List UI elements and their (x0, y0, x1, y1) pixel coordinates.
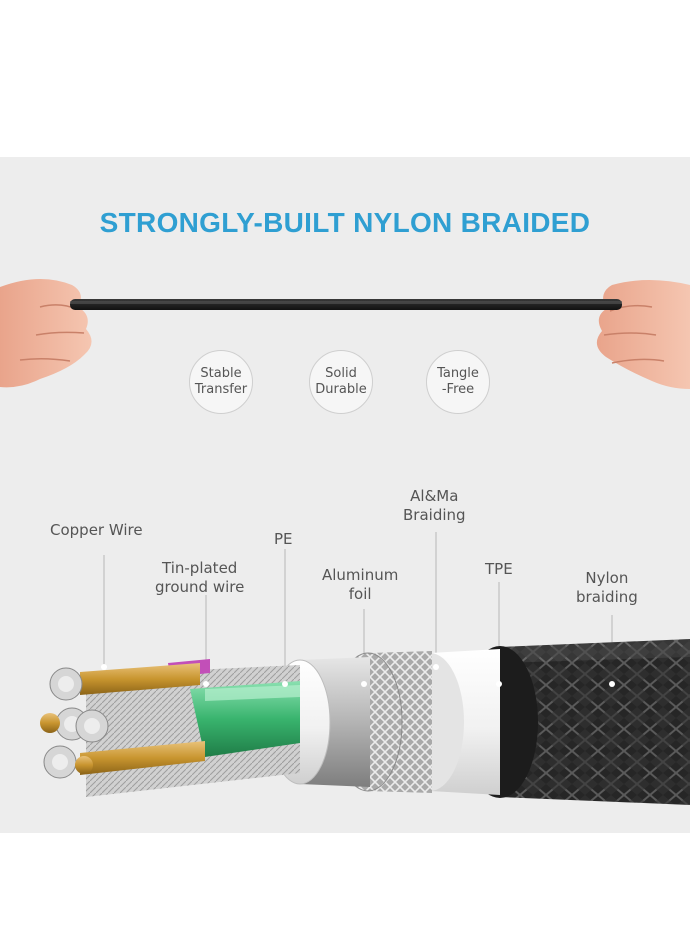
leader-lines (103, 532, 613, 684)
feature-badge-stable-transfer: Stable Transfer (189, 350, 253, 414)
product-illustration: STRONGLY-BUILT NYLON BRAIDED Stable Tran… (0, 157, 690, 833)
inner-conductors (40, 659, 300, 797)
label-nylon-braiding: Nylon braiding (576, 569, 638, 607)
feature-badge-tangle-free: Tangle -Free (426, 350, 490, 414)
label-tin-plated-ground-wire: Tin-plated ground wire (155, 559, 244, 597)
label-line: braiding (576, 588, 638, 606)
label-line: Braiding (403, 506, 466, 524)
leader-dots (101, 664, 615, 687)
badge-line: Solid (325, 366, 357, 381)
braided-cable-strand (70, 299, 622, 310)
label-line: Al&Ma (410, 487, 459, 505)
left-hand (0, 278, 92, 388)
right-hand (596, 280, 690, 389)
badge-line: Tangle (437, 366, 479, 381)
label-line: PE (274, 530, 293, 548)
headline: STRONGLY-BUILT NYLON BRAIDED (99, 207, 591, 238)
label-line: Copper Wire (50, 521, 143, 539)
label-copper-wire: Copper Wire (50, 521, 143, 540)
label-tpe: TPE (485, 560, 513, 579)
label-line: Nylon (585, 569, 629, 587)
label-line: Aluminum (322, 566, 399, 584)
cable-artwork (0, 278, 690, 805)
badge-line: Durable (315, 382, 367, 397)
label-line: TPE (485, 560, 513, 578)
badge-line: Transfer (194, 382, 248, 397)
badge-line: Stable (200, 366, 242, 381)
label-al-ma-braiding: Al&Ma Braiding (403, 487, 466, 525)
label-pe: PE (274, 530, 293, 549)
feature-badge-solid-durable: Solid Durable (309, 350, 373, 414)
label-line: ground wire (155, 578, 245, 596)
label-line: Tin-plated (162, 559, 238, 577)
label-aluminum-foil: Aluminum foil (322, 566, 398, 604)
label-line: foil (348, 585, 372, 603)
badge-line: -Free (441, 382, 475, 397)
